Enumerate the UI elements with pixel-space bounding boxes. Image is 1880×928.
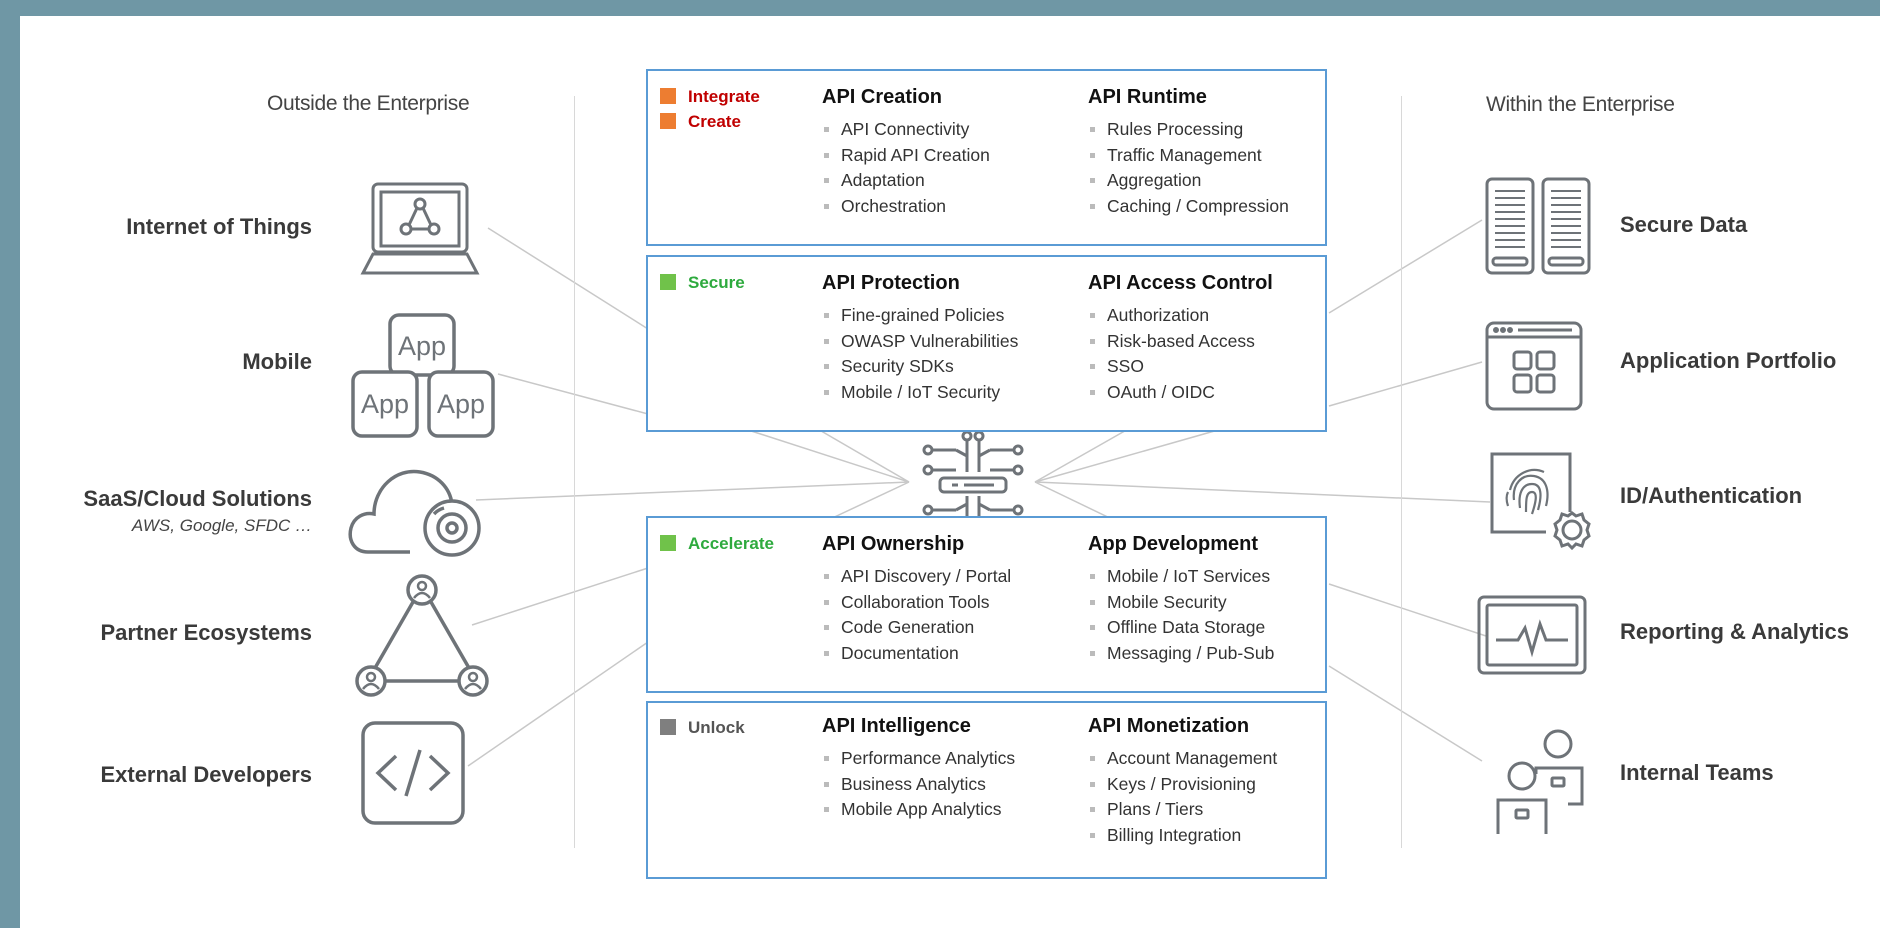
column-api-ownership: API Ownership API Discovery / Portal Col… bbox=[822, 533, 1011, 666]
list-item: OWASP Vulnerabilities bbox=[822, 329, 1018, 355]
list-item: Mobile App Analytics bbox=[822, 797, 1015, 823]
list-item: Offline Data Storage bbox=[1088, 615, 1274, 641]
list-item: API Connectivity bbox=[822, 117, 990, 143]
fingerprint-gear-icon bbox=[1488, 450, 1598, 552]
gray-square-icon bbox=[660, 719, 676, 735]
column-title: API Access Control bbox=[1088, 272, 1273, 294]
laptop-network-icon bbox=[359, 180, 481, 278]
source-label-mobile: Mobile bbox=[242, 349, 312, 374]
list-item: Adaptation bbox=[822, 168, 990, 194]
orange-square-icon bbox=[660, 113, 676, 129]
list-item: Fine-grained Policies bbox=[822, 303, 1018, 329]
capability-box-integrate-create: Integrate Create API Creation API Connec… bbox=[646, 69, 1327, 246]
within-enterprise-header: Within the Enterprise bbox=[1486, 93, 1675, 116]
list-item: Billing Integration bbox=[1088, 823, 1277, 849]
green-square-icon bbox=[660, 535, 676, 551]
destination-label-id-authentication: ID/Authentication bbox=[1620, 483, 1803, 508]
destination-label-secure-data: Secure Data bbox=[1620, 212, 1748, 237]
list-item: Documentation bbox=[822, 641, 1011, 667]
source-label-iot: Internet of Things bbox=[126, 214, 312, 239]
capability-box-accelerate: Accelerate API Ownership API Discovery /… bbox=[646, 516, 1327, 693]
list-item: Account Management bbox=[1088, 746, 1277, 772]
list-item: Collaboration Tools bbox=[822, 590, 1011, 616]
servers-icon bbox=[1484, 176, 1592, 276]
outside-enterprise-header: Outside the Enterprise bbox=[267, 92, 470, 115]
architecture-diagram: Outside the Enterprise Within the Enterp… bbox=[20, 16, 1880, 928]
column-title: API Ownership bbox=[822, 533, 965, 555]
destination-label-reporting: Reporting & Analytics bbox=[1620, 619, 1849, 644]
list-item: OAuth / OIDC bbox=[1088, 380, 1273, 406]
destination-label-app-portfolio: Application Portfolio bbox=[1620, 348, 1837, 373]
api-hub-icon bbox=[916, 430, 1030, 528]
column-app-development: App Development Mobile / IoT Services Mo… bbox=[1088, 533, 1274, 666]
app-grid-icon bbox=[1484, 320, 1584, 412]
list-item: SSO bbox=[1088, 354, 1273, 380]
list-item: Aggregation bbox=[1088, 168, 1289, 194]
list-item: Mobile Security bbox=[1088, 590, 1274, 616]
list-item: Caching / Compression bbox=[1088, 194, 1289, 220]
column-api-creation: API Creation API Connectivity Rapid API … bbox=[822, 86, 990, 219]
tag-create: Create bbox=[660, 112, 741, 132]
list-item: Security SDKs bbox=[822, 354, 1018, 380]
source-label-developers: External Developers bbox=[100, 762, 312, 787]
orange-square-icon bbox=[660, 88, 676, 104]
monitor-pulse-icon bbox=[1476, 594, 1588, 676]
capability-box-secure: Secure API Protection Fine-grained Polic… bbox=[646, 255, 1327, 432]
green-square-icon bbox=[660, 274, 676, 290]
list-item: Keys / Provisioning bbox=[1088, 772, 1277, 798]
list-item: API Discovery / Portal bbox=[822, 564, 1011, 590]
team-people-icon bbox=[1486, 728, 1598, 838]
list-item: Plans / Tiers bbox=[1088, 797, 1277, 823]
column-api-monetization: API Monetization Account Management Keys… bbox=[1088, 715, 1277, 848]
list-item: Performance Analytics bbox=[822, 746, 1015, 772]
left-separator bbox=[574, 96, 575, 848]
list-item: Rapid API Creation bbox=[822, 143, 990, 169]
code-brackets-icon bbox=[360, 720, 466, 826]
svg-text:App: App bbox=[361, 389, 409, 419]
list-item: Rules Processing bbox=[1088, 117, 1289, 143]
list-item: Messaging / Pub-Sub bbox=[1088, 641, 1274, 667]
capability-box-unlock: Unlock API Intelligence Performance Anal… bbox=[646, 701, 1327, 879]
list-item: Code Generation bbox=[822, 615, 1011, 641]
svg-text:App: App bbox=[437, 389, 485, 419]
column-api-runtime: API Runtime Rules Processing Traffic Man… bbox=[1088, 86, 1289, 219]
list-item: Mobile / IoT Security bbox=[822, 380, 1018, 406]
column-title: App Development bbox=[1088, 533, 1259, 555]
destination-label-internal-teams: Internal Teams bbox=[1620, 760, 1774, 785]
column-api-protection: API Protection Fine-grained Policies OWA… bbox=[822, 272, 1018, 405]
tag-secure: Secure bbox=[660, 273, 745, 293]
svg-text:App: App bbox=[398, 331, 446, 361]
list-item: Business Analytics bbox=[822, 772, 1015, 798]
tag-accelerate: Accelerate bbox=[660, 534, 774, 554]
column-title: API Runtime bbox=[1088, 86, 1207, 108]
app-tiles-icon: App App App bbox=[350, 312, 496, 440]
column-title: API Protection bbox=[822, 272, 960, 294]
connector-lines bbox=[467, 219, 1491, 767]
partner-triangle-icon bbox=[350, 568, 494, 700]
column-title: API Intelligence bbox=[822, 715, 971, 737]
list-item: Orchestration bbox=[822, 194, 990, 220]
list-item: Authorization bbox=[1088, 303, 1273, 329]
source-label-partners: Partner Ecosystems bbox=[100, 620, 312, 645]
right-separator bbox=[1401, 96, 1402, 848]
tag-unlock: Unlock bbox=[660, 718, 745, 738]
source-sublabel-saas: AWS, Google, SFDC … bbox=[131, 516, 312, 535]
column-title: API Creation bbox=[822, 86, 943, 108]
cloud-disc-icon bbox=[346, 460, 494, 558]
column-title: API Monetization bbox=[1088, 715, 1250, 737]
list-item: Mobile / IoT Services bbox=[1088, 564, 1274, 590]
list-item: Traffic Management bbox=[1088, 143, 1289, 169]
list-item: Risk-based Access bbox=[1088, 329, 1273, 355]
column-api-intelligence: API Intelligence Performance Analytics B… bbox=[822, 715, 1015, 823]
column-api-access-control: API Access Control Authorization Risk-ba… bbox=[1088, 272, 1273, 405]
tag-integrate: Integrate bbox=[660, 87, 760, 107]
source-label-saas: SaaS/Cloud Solutions bbox=[83, 486, 312, 511]
